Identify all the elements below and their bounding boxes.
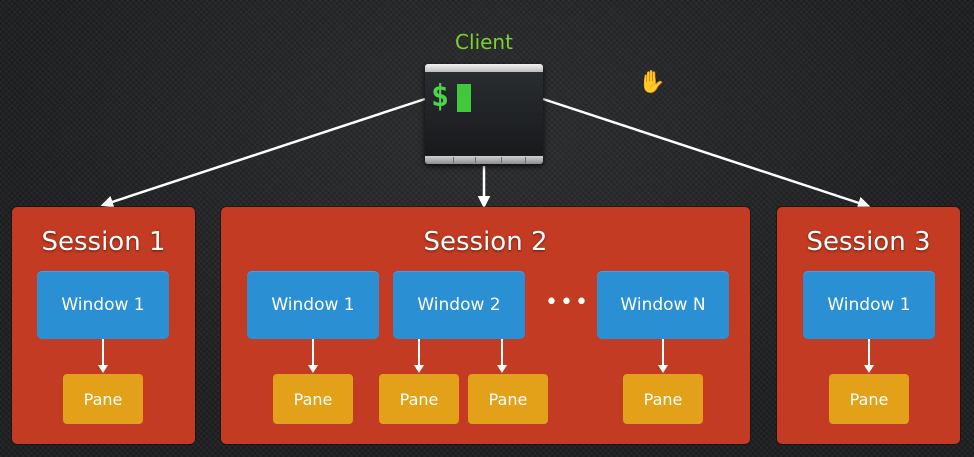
session-3-window-1: Window 1 [803, 271, 935, 339]
terminal-statusbar [425, 156, 543, 164]
arrow-client-to-session-3 [542, 97, 871, 209]
session-2-window-1: Window 1 [247, 271, 379, 339]
terminal-icon: $ [425, 64, 543, 164]
session-title: Session 1 [41, 227, 166, 257]
session-3-window-1-pane: Pane [829, 374, 909, 424]
terminal-prompt: $ [431, 79, 450, 114]
session-title: Session 3 [806, 227, 931, 257]
terminal-cursor [457, 84, 471, 112]
session-2-window-2: Window 2 [393, 271, 525, 339]
session-2-window-n-pane: Pane [623, 374, 703, 424]
client-label: Client [455, 30, 513, 54]
session-1-window-1: Window 1 [37, 271, 169, 339]
session-2-window-2-pane-2: Pane [468, 374, 548, 424]
session-2-window-n: Window N [597, 271, 729, 339]
hand-cursor-icon: ✋ [638, 70, 666, 95]
ellipsis: ••• [545, 290, 590, 315]
session-title: Session 2 [423, 227, 548, 257]
session-2-window-2-pane-1: Pane [379, 374, 459, 424]
session-1-window-1-pane: Pane [63, 374, 143, 424]
arrow-client-to-session-1 [100, 97, 426, 208]
session-2-window-1-pane: Pane [273, 374, 353, 424]
terminal-titlebar [425, 64, 543, 72]
